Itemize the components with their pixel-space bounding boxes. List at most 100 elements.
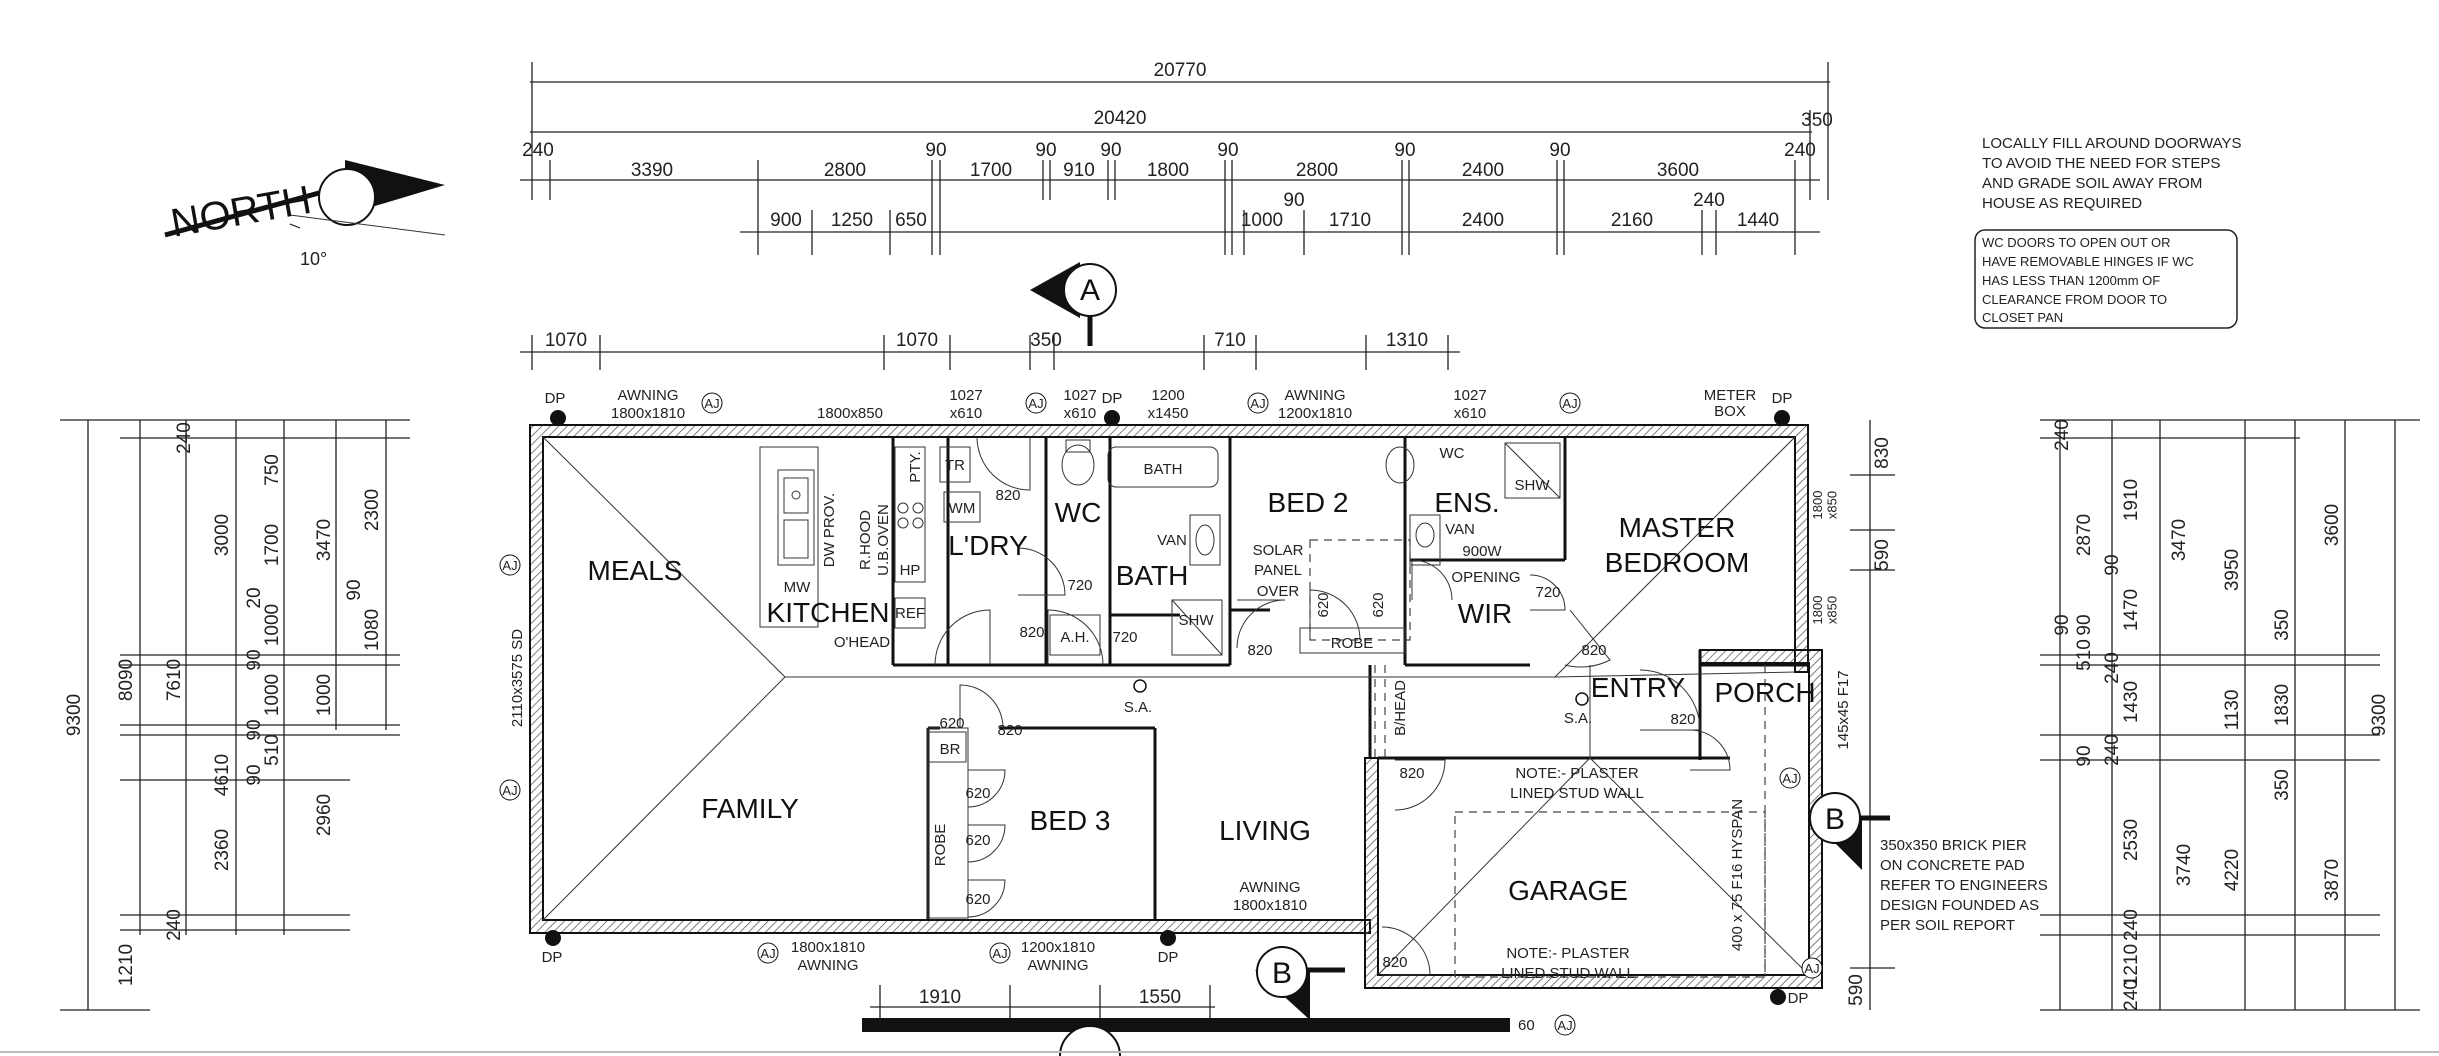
svg-text:2800: 2800 (1296, 160, 1338, 181)
svg-text:DP: DP (1102, 390, 1123, 407)
svg-text:AJ: AJ (1028, 396, 1043, 411)
svg-text:CLEARANCE FROM DOOR TO: CLEARANCE FROM DOOR TO (1982, 292, 2167, 307)
svg-text:2300: 2300 (362, 489, 383, 531)
svg-text:NOTE:- PLASTER: NOTE:- PLASTER (1506, 945, 1630, 962)
svg-text:1700: 1700 (970, 160, 1012, 181)
svg-text:DP: DP (1158, 949, 1179, 966)
svg-text:820: 820 (995, 487, 1020, 504)
room-entry: ENTRY (1591, 672, 1686, 703)
svg-text:OVER: OVER (1257, 583, 1300, 600)
svg-text:90: 90 (2074, 745, 2095, 766)
svg-text:1910: 1910 (2121, 479, 2142, 521)
svg-text:2110x3575 SD: 2110x3575 SD (509, 629, 526, 727)
svg-text:510: 510 (262, 734, 283, 766)
svg-text:820: 820 (1670, 711, 1695, 728)
svg-text:90: 90 (1283, 190, 1304, 211)
svg-text:1830: 1830 (2272, 684, 2293, 726)
svg-text:240: 240 (164, 909, 185, 941)
svg-text:90: 90 (2074, 614, 2095, 635)
downpipe-icon (550, 410, 566, 426)
room-family: FAMILY (701, 793, 799, 824)
svg-text:BR: BR (940, 741, 961, 758)
dim-20420: 20420 (1094, 108, 1147, 129)
svg-text:240: 240 (2121, 909, 2142, 941)
svg-text:WM: WM (949, 500, 976, 517)
svg-text:90: 90 (1549, 140, 1570, 161)
svg-text:AWNING: AWNING (1284, 387, 1345, 404)
svg-text:REFER TO ENGINEERS: REFER TO ENGINEERS (1880, 877, 2048, 894)
svg-text:AWNING: AWNING (1027, 957, 1088, 974)
svg-text:3740: 3740 (2174, 844, 2195, 886)
room-bed-2: BED 2 (1268, 487, 1349, 518)
svg-text:3470: 3470 (2169, 519, 2190, 561)
svg-text:20: 20 (244, 587, 265, 608)
svg-text:350: 350 (1030, 330, 1062, 351)
room-meals: MEALS (588, 555, 683, 586)
bathtub-icon (1107, 446, 1219, 488)
svg-text:2530: 2530 (2121, 819, 2142, 861)
svg-text:510: 510 (2074, 639, 2095, 671)
svg-text:PER SOIL REPORT: PER SOIL REPORT (1880, 917, 2015, 934)
svg-text:AJ: AJ (704, 396, 719, 411)
svg-text:620: 620 (965, 832, 990, 849)
svg-text:DP: DP (542, 949, 563, 966)
downpipe-icon (1770, 989, 1786, 1005)
svg-text:820: 820 (1247, 642, 1272, 659)
hot-water-unit (1049, 614, 1101, 656)
fridge-space (894, 597, 926, 629)
svg-text:2870: 2870 (2074, 514, 2095, 556)
svg-text:3600: 3600 (1657, 160, 1699, 181)
svg-text:AJ: AJ (760, 946, 775, 961)
svg-text:SOLAR: SOLAR (1253, 542, 1304, 559)
fixtures (759, 439, 1561, 919)
svg-text:BATH: BATH (1144, 461, 1183, 478)
svg-text:820: 820 (997, 722, 1022, 739)
cooktop-icon (897, 502, 909, 514)
svg-text:x610: x610 (950, 405, 983, 422)
svg-text:1800x850: 1800x850 (1810, 596, 1839, 625)
downpipe-icon (1104, 410, 1120, 426)
svg-text:3000: 3000 (212, 514, 233, 556)
svg-text:x610: x610 (1064, 405, 1097, 422)
svg-text:PTY.: PTY. (907, 451, 924, 482)
svg-text:AJ: AJ (1250, 396, 1265, 411)
room-master: MASTER (1619, 512, 1736, 543)
shower-icon (1171, 599, 1223, 656)
svg-text:1800x1810: 1800x1810 (791, 939, 865, 956)
svg-text:820: 820 (1019, 624, 1044, 641)
svg-text:2400: 2400 (1462, 160, 1504, 181)
svg-text:2400: 2400 (1462, 210, 1504, 231)
svg-text:B: B (1825, 803, 1845, 836)
svg-text:1250: 1250 (831, 210, 873, 231)
svg-text:620: 620 (965, 785, 990, 802)
svg-text:OPENING: OPENING (1451, 569, 1520, 586)
svg-text:WC: WC (1440, 445, 1465, 462)
svg-text:1027: 1027 (1453, 387, 1486, 404)
svg-text:90: 90 (2052, 614, 2073, 635)
svg-text:7610: 7610 (164, 659, 185, 701)
svg-text:720: 720 (1112, 629, 1137, 646)
aj-marker-icon: AJ (1554, 1014, 1576, 1036)
svg-text:NOTE:- PLASTER: NOTE:- PLASTER (1515, 765, 1639, 782)
svg-text:AJ: AJ (502, 783, 517, 798)
svg-text:DP: DP (545, 390, 566, 407)
note-wc-doors: WC DOORS TO OPEN OUT OR HAVE REMOVABLE H… (1974, 229, 2238, 329)
svg-text:90: 90 (1100, 140, 1121, 161)
downpipes (545, 410, 1790, 1005)
svg-text:DW PROV.: DW PROV. (821, 493, 838, 567)
svg-text:620: 620 (1315, 592, 1332, 617)
svg-text:AJ: AJ (1557, 1018, 1572, 1033)
door-swings (934, 436, 1731, 976)
svg-text:820: 820 (1581, 642, 1606, 659)
downpipe-icon (1774, 410, 1790, 426)
room-kitchen: KITCHEN (767, 597, 890, 628)
svg-text:90: 90 (244, 719, 265, 740)
svg-text:145x45 F17: 145x45 F17 (1835, 670, 1852, 749)
svg-text:B/HEAD: B/HEAD (1392, 680, 1409, 736)
svg-text:240: 240 (522, 140, 554, 161)
aj-marker-icon: AJ (499, 554, 521, 576)
bottom-dimensions: 1910 1550 60 (862, 985, 1535, 1056)
svg-text:LOCALLY FILL AROUND DOORWAYS: LOCALLY FILL AROUND DOORWAYS (1982, 135, 2242, 152)
svg-text:PANEL: PANEL (1254, 562, 1302, 579)
svg-text:90: 90 (344, 579, 365, 600)
